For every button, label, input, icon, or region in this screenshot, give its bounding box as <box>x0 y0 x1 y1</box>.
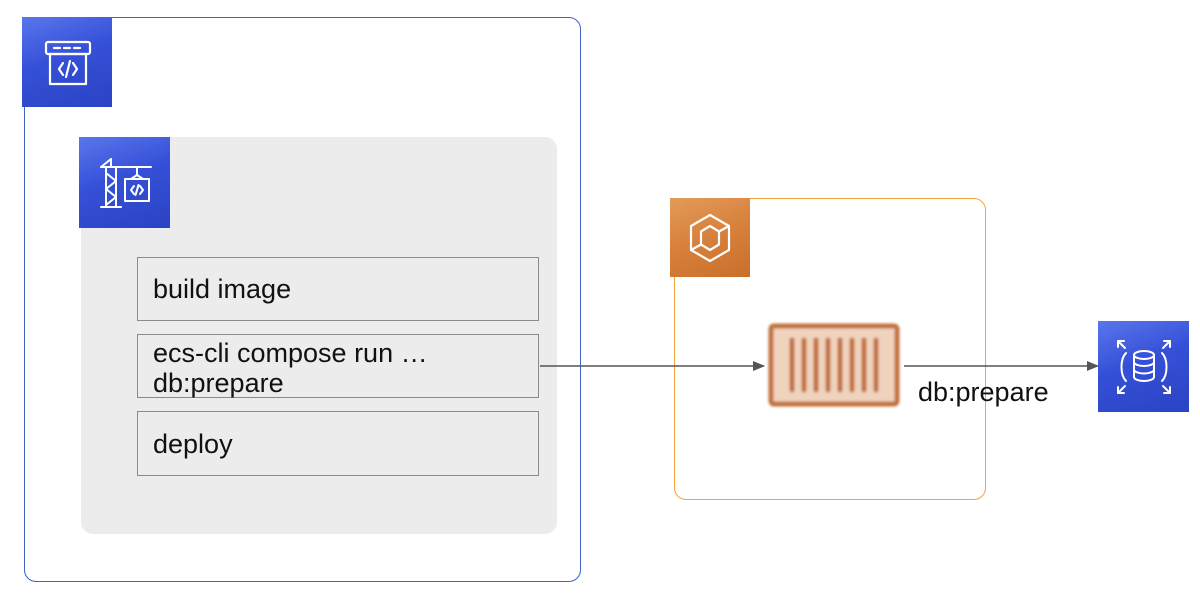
ecs-group <box>674 198 986 500</box>
edge-label-db-prepare: db:prepare <box>918 377 1049 407</box>
code-pipeline-icon <box>22 17 112 107</box>
step-deploy-label: deploy <box>153 428 233 459</box>
rds-database-icon <box>1098 321 1189 412</box>
step-ecs-cli-compose-run: ecs-cli compose run … db:prepare <box>137 334 539 398</box>
step-ecs-cli-compose-run-label-2: db:prepare <box>153 368 284 398</box>
step-ecs-cli-compose-run-label: ecs-cli compose run … <box>153 338 428 368</box>
container-icon <box>764 321 904 409</box>
step-build-image-label: build image <box>153 274 292 304</box>
ecs-icon <box>670 198 750 277</box>
pipeline-group <box>24 17 581 582</box>
step-deploy: deploy <box>137 411 539 476</box>
code-build-icon <box>79 137 170 228</box>
step-build-image: build image <box>137 257 539 321</box>
